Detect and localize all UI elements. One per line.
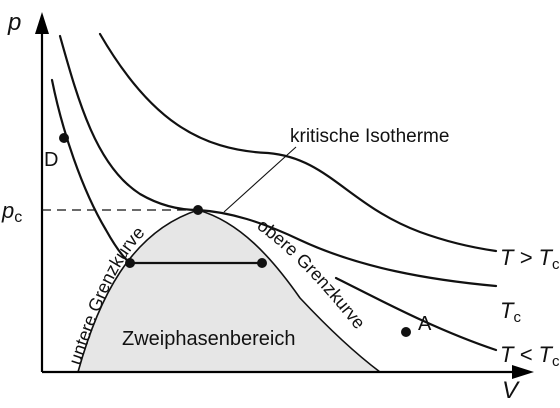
y-axis-arrowhead <box>35 12 49 34</box>
isotherm-critical <box>58 34 498 288</box>
critical-isotherm-leader <box>223 146 297 213</box>
critical-isotherm-label: kritische Isotherme <box>290 126 449 147</box>
tie-line-right-point <box>257 258 267 268</box>
x-axis-arrowhead <box>512 365 534 379</box>
point-d <box>59 133 69 143</box>
label-critical: Tc <box>500 298 521 326</box>
critical-point <box>193 205 203 215</box>
point-d-label: D <box>44 149 58 171</box>
tie-line-left-point <box>125 258 135 268</box>
x-axis-label: V <box>502 377 520 404</box>
point-a <box>401 327 411 337</box>
label-above-critical: T > Tc <box>500 245 560 273</box>
two-phase-region <box>76 209 383 373</box>
label-below-critical: T < Tc <box>500 342 560 370</box>
y-axis-label: p <box>7 9 21 36</box>
isotherm-above-critical <box>98 32 498 253</box>
two-phase-region-label: Zweiphasenbereich <box>122 328 295 350</box>
pc-label: pc <box>1 198 22 226</box>
isotherm-below-critical <box>50 78 132 265</box>
isotherm-below-critical-gas-branch <box>334 276 498 352</box>
point-a-label: A <box>418 313 432 335</box>
